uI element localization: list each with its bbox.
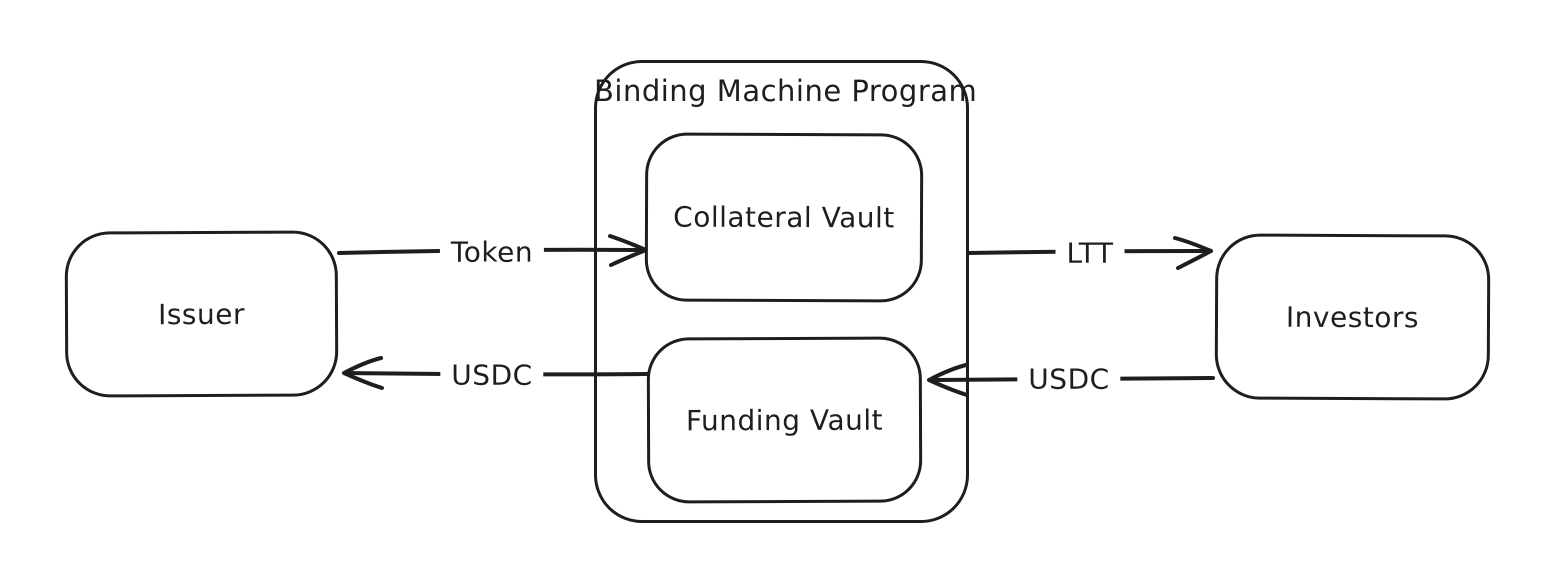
arrow-usdc-out-head [342, 356, 384, 390]
arrow-usdc-in-head [927, 363, 969, 397]
arrow-token-head [608, 234, 648, 267]
arrow-ltt-head [1173, 236, 1213, 270]
node-funding-vault-label: Funding Vault [685, 403, 884, 437]
node-issuer: Issuer [64, 230, 339, 398]
group-title: Binding Machine Program [594, 74, 978, 108]
edge-label-usdc-out: USDC [440, 356, 544, 394]
node-investors-label: Investors [1285, 300, 1420, 334]
node-investors: Investors [1214, 233, 1491, 401]
group-binding-machine-program [594, 60, 969, 523]
node-funding-vault: Funding Vault [646, 336, 923, 504]
edge-label-ltt: LTT [1055, 234, 1125, 272]
node-collateral-vault-label: Collateral Vault [673, 200, 895, 235]
node-issuer-label: Issuer [157, 297, 246, 331]
edge-label-token: Token [439, 233, 545, 271]
node-collateral-vault: Collateral Vault [644, 132, 924, 303]
edge-label-usdc-in: USDC [1017, 360, 1121, 398]
